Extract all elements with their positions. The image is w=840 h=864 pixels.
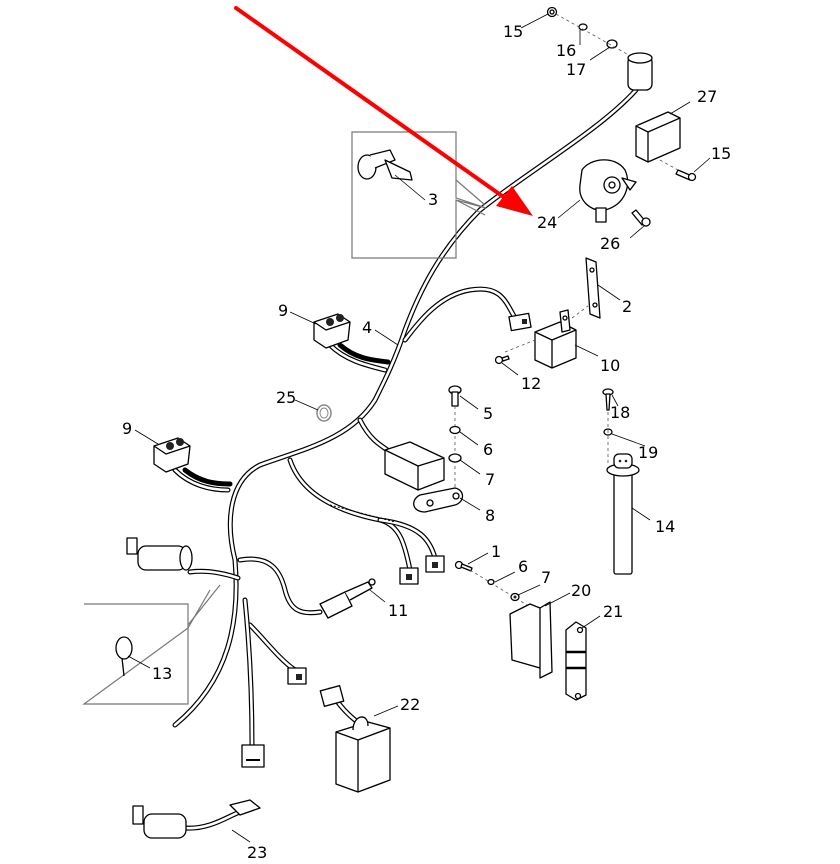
inset-box-13 — [82, 584, 221, 705]
callout-9: 9 — [278, 301, 288, 320]
callout-11: 11 — [388, 601, 408, 620]
part-6-washer-lower — [487, 578, 495, 586]
callout-5: 5 — [483, 404, 493, 423]
part-15-screw-right — [675, 169, 697, 182]
connector-small — [287, 667, 307, 685]
connector-bottom — [241, 744, 265, 768]
part-9-switch-upper — [313, 313, 351, 349]
connector-relay — [508, 312, 532, 332]
callout-19: 19 — [638, 443, 658, 462]
part-8-relay — [384, 441, 464, 513]
callout-6: 6 — [483, 440, 493, 459]
callout-15: 15 — [503, 22, 523, 41]
callout-24: 24 — [537, 213, 557, 232]
leader-lines — [127, 13, 711, 843]
part-26-bolt — [631, 209, 651, 227]
part-9-switch-lower — [153, 437, 191, 473]
callout-4: 4 — [362, 318, 372, 337]
part-22-module — [319, 685, 391, 793]
callout-18: 18 — [610, 403, 630, 422]
callout-12: 12 — [521, 374, 541, 393]
part-2-bracket — [585, 257, 601, 319]
part-11-sensor — [319, 578, 376, 619]
callout-26: 26 — [600, 234, 620, 253]
part-12-screw — [494, 355, 510, 365]
part-15-nut-top — [546, 6, 558, 18]
callout-16: 16 — [556, 41, 576, 60]
part-18-screw — [602, 388, 614, 411]
part-6-washer-upper — [449, 425, 461, 435]
wiring-harness — [172, 87, 639, 831]
part-3-clip — [357, 149, 413, 181]
part-25-grommet — [316, 404, 332, 422]
callout-2: 2 — [622, 297, 632, 316]
callout-23: 23 — [247, 843, 267, 862]
callout-13: 13 — [152, 664, 172, 683]
part-13-cable-tie — [115, 636, 133, 677]
connector-pair — [399, 555, 445, 585]
part-24-switch — [579, 159, 637, 223]
part-17-washer — [606, 39, 618, 49]
callout-1: 1 — [491, 542, 501, 561]
part-23-ignition-switch — [132, 799, 261, 839]
callout-10: 10 — [600, 356, 620, 375]
callout-22: 22 — [400, 695, 420, 714]
callout-8: 8 — [485, 506, 495, 525]
callout-15: 15 — [711, 144, 731, 163]
callout-7: 7 — [485, 470, 495, 489]
callout-20: 20 — [571, 581, 591, 600]
part-7-washer-upper — [448, 453, 462, 463]
part-top-switch-body — [627, 52, 653, 91]
callout-27: 27 — [697, 87, 717, 106]
callout-7: 7 — [541, 568, 551, 587]
part-21-clamp — [565, 621, 587, 701]
callout-9: 9 — [122, 419, 132, 438]
callout-21: 21 — [603, 602, 623, 621]
callout-3: 3 — [428, 190, 438, 209]
callout-14: 14 — [655, 517, 675, 536]
part-14-sender — [606, 453, 640, 575]
callout-17: 17 — [566, 60, 586, 79]
inset-box-3 — [351, 131, 487, 259]
highlight-arrow — [234, 6, 533, 216]
callout-25: 25 — [276, 388, 296, 407]
callout-6: 6 — [518, 557, 528, 576]
part-10-relay — [534, 309, 577, 369]
ignition-switch-upper — [126, 537, 193, 571]
callout-labels: 15 16 17 27 15 24 26 3 2 10 12 4 9 9 25 … — [122, 22, 731, 862]
part-27-module — [635, 111, 681, 163]
part-7-washer-lower — [510, 592, 520, 602]
part-20-bracket — [509, 601, 553, 679]
part-1-bolt — [454, 560, 473, 572]
part-5-bolt — [448, 385, 462, 407]
